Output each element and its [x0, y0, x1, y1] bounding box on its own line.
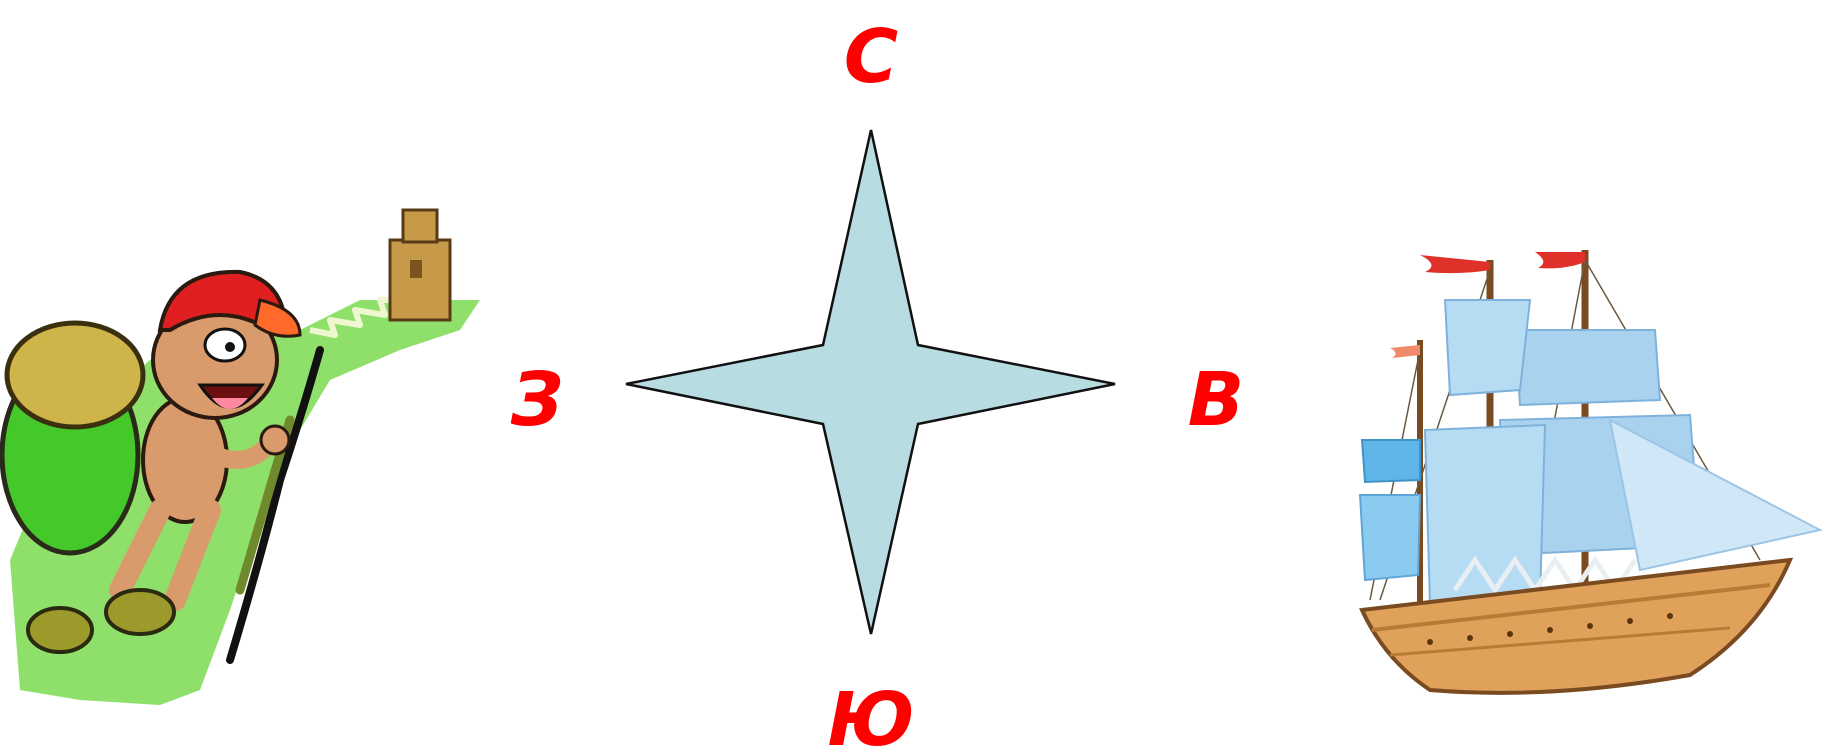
flag-rear	[1390, 345, 1420, 358]
bedroll	[4, 320, 146, 430]
ship-illustration	[1358, 250, 1823, 695]
flag-middle	[1420, 255, 1490, 274]
zigzag-trail	[309, 297, 410, 338]
hiker-illustration	[0, 208, 480, 705]
label-east: В	[1188, 357, 1244, 443]
hiker-legs	[109, 499, 221, 611]
label-south: Ю	[828, 677, 915, 748]
sail-rear-main	[1358, 494, 1422, 582]
cap-visor	[253, 298, 302, 338]
sail-rear-top	[1360, 439, 1421, 484]
jib-sail	[1608, 418, 1823, 572]
castle-icon	[388, 208, 452, 322]
label-west: З	[510, 357, 564, 443]
sail-mid-top	[1443, 299, 1532, 397]
path-edge	[226, 346, 324, 664]
label-north: С	[844, 14, 898, 100]
compass-star	[625, 129, 1116, 635]
sail-front-top	[1513, 329, 1662, 407]
right-boot	[104, 588, 176, 636]
left-boot	[26, 606, 94, 654]
hiker-cap	[157, 269, 288, 333]
flag-front	[1535, 252, 1585, 269]
ship-hull	[1359, 557, 1794, 695]
